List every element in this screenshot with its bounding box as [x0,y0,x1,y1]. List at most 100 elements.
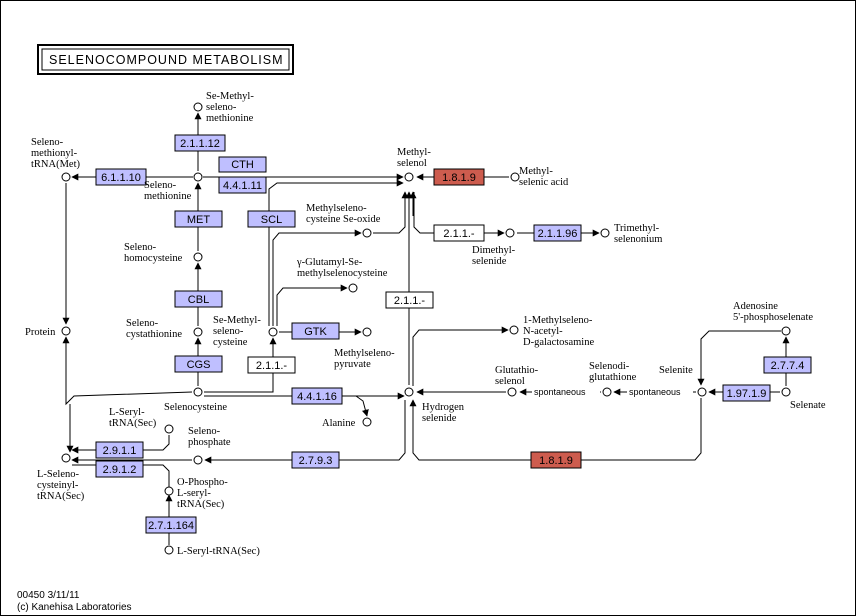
enzyme-box-e-2-1-1-12[interactable]: 2.1.1.12 [174,134,226,152]
enzyme-label: 2.1.1.- [394,295,426,307]
compound-label-line: Alanine [322,418,356,429]
enzyme-box-e-4-4-1-11[interactable]: 4.4.1.11 [218,176,267,194]
enzyme-label: CGS [187,359,211,371]
enzyme-box-e-2-1-1-96[interactable]: 2.1.1.96 [533,224,582,242]
enzyme-box-e-cbl[interactable]: CBL [174,290,223,308]
compound-label-line: phosphate [188,437,231,448]
compound-label-line: tRNA(Sec) [37,491,85,502]
node-o-phospho-l-seryl-trna[interactable] [164,486,174,496]
compound-nodes [61,102,791,555]
enzyme-box-e-cgs[interactable]: CGS [174,355,223,373]
node-l-selenocysteinyl-trna[interactable] [61,453,71,463]
enzyme-label: GTK [304,326,327,338]
node-selenodiglutathione[interactable] [602,387,612,397]
enzyme-box-e-2-7-1-164[interactable]: 2.7.1.164 [145,516,197,534]
enzyme-box-e-scl[interactable]: SCL [247,210,296,228]
node-selenomethionine[interactable] [193,172,203,182]
enzyme-rect [247,356,296,374]
enzyme-label: 2.7.1.164 [148,520,194,532]
node-glutamyl-methylselenocysteine[interactable] [348,283,358,293]
node-selenocysteine[interactable] [193,387,203,397]
enzyme-box-e-1-8-1-9-top[interactable]: 1.8.1.9 [433,168,485,186]
node-methylselenol[interactable] [404,172,414,182]
compound-label-glutamyl-methylselenocysteine: γ-Glutamyl-Se-methylselenocysteine [296,257,388,279]
node-alanine[interactable] [362,417,372,427]
node-trimethylselenonium[interactable] [600,228,610,238]
node-methylseleno-galactosamine[interactable] [509,325,519,335]
node-se-methylselenomethionine[interactable] [193,102,203,112]
node-glutathioselenol[interactable] [507,387,517,397]
compound-label-selenocystathionine: Seleno-cystathionine [126,318,182,340]
compound-label-line: tRNA(Sec) [109,418,157,429]
enzyme-rect [291,387,343,405]
node-methylselenocysteine-se-oxide[interactable] [362,228,372,238]
compound-label-l-selenocysteinyl-trna: L-Seleno-cysteinyl-tRNA(Sec) [37,469,85,502]
enzyme-label: CBL [188,294,209,306]
node-methylselenic-acid[interactable] [510,172,520,182]
node-protein[interactable] [61,326,71,336]
enzyme-label: 2.7.7.4 [771,360,805,372]
enzyme-box-e-2-9-1-1[interactable]: 2.9.1.1 [95,441,144,459]
enzyme-box-e-cth[interactable]: CTH [218,156,267,173]
enzyme-rect [433,168,485,186]
node-selenocystathionine[interactable] [193,327,203,337]
enzyme-box-e-2-9-1-2[interactable]: 2.9.1.2 [95,460,144,478]
node-methylselenopyruvate[interactable] [362,327,372,337]
compound-label-line: 5'-phosphoselenate [733,312,813,323]
node-l-seryl-trna-top[interactable] [164,424,174,434]
compound-label-line: methionine [206,113,254,124]
node-dimethylselenide[interactable] [505,228,515,238]
compound-label-line: γ-Glutamyl-Se- [296,257,363,268]
enzyme-box-e-2-1-1-b[interactable]: 2.1.1.- [433,224,485,242]
enzyme-box-e-1-8-1-9-bottom[interactable]: 1.8.1.9 [530,451,582,469]
compound-label-line: Se-Methyl- [206,91,254,102]
enzyme-label: 1.8.1.9 [442,172,476,184]
compound-label-line: Adenosine [733,301,778,312]
compound-label-se-methylselenocysteine: Se-Methyl-seleno-cysteine [213,315,261,348]
compound-label-selenocysteine: Selenocysteine [164,402,227,413]
compound-label-line: L-Seryl- [109,407,145,418]
enzyme-box-e-2-1-1-a[interactable]: 2.1.1.- [247,356,296,374]
node-selenohomocysteine[interactable] [193,252,203,262]
compound-label-line: glutathione [589,372,637,383]
node-se-methylselenocysteine[interactable] [268,327,278,337]
enzyme-box-e-4-4-1-16[interactable]: 4.4.1.16 [291,387,343,405]
node-hydrogen-selenide[interactable] [404,387,414,397]
enzyme-label: SCL [261,214,282,226]
edge-semethylselenocys-to-seoxide [272,229,362,326]
enzyme-rect [722,384,771,402]
enzyme-rect [247,210,296,228]
compound-label-methylselenocysteine-se-oxide: Methylseleno-cysteine Se-oxide [306,203,381,225]
enzyme-box-e-gtk[interactable]: GTK [291,322,340,340]
compound-label-line: selenide [472,256,507,267]
compound-label-selenohomocysteine: Seleno-homocysteine [124,242,183,264]
enzyme-box-e-1-97-1-9[interactable]: 1.97.1.9 [722,384,771,402]
enzyme-box-e-6-1-1-10[interactable]: 6.1.1.10 [95,168,147,186]
enzyme-label: 2.1.1.- [256,360,288,372]
enzyme-box-e-2-7-7-4[interactable]: 2.7.7.4 [763,356,812,374]
enzyme-label: 1.8.1.9 [539,455,573,467]
compound-label-selenophosphate: Seleno-phosphate [188,426,231,448]
node-selenate[interactable] [781,387,791,397]
enzyme-label: 2.1.1.- [443,228,475,240]
edge-h2se-to-selenophosphate [204,400,406,464]
enzyme-box-e-met[interactable]: MET [174,210,223,228]
enzyme-box-e-2-7-9-3[interactable]: 2.7.9.3 [291,451,340,469]
node-selenomethionyl-trna[interactable] [61,172,71,182]
compound-label-line: Methyl- [519,166,553,177]
compound-label-line: selenol [397,158,427,169]
node-l-seryl-trna-bottom[interactable] [164,545,174,555]
compound-label-line: selenol [495,376,525,387]
node-selenite[interactable] [697,387,707,397]
enzyme-box-e-2-1-1-c[interactable]: 2.1.1.- [385,291,434,309]
compound-label-line: methylselenocysteine [297,268,388,279]
node-selenophosphate[interactable] [193,455,203,465]
compound-label-line: N-acetyl- [523,326,563,337]
compound-label-line: methionyl- [31,148,78,159]
compound-label-methylseleno-nacetyl-galactosamine: 1-Methylseleno-N-acetyl-D-galactosamine [523,315,594,348]
node-adenosine-phosphoselenate[interactable] [781,326,791,336]
compound-label-line: cysteine Se-oxide [306,214,381,225]
compound-label-line: Dimethyl- [472,245,516,256]
